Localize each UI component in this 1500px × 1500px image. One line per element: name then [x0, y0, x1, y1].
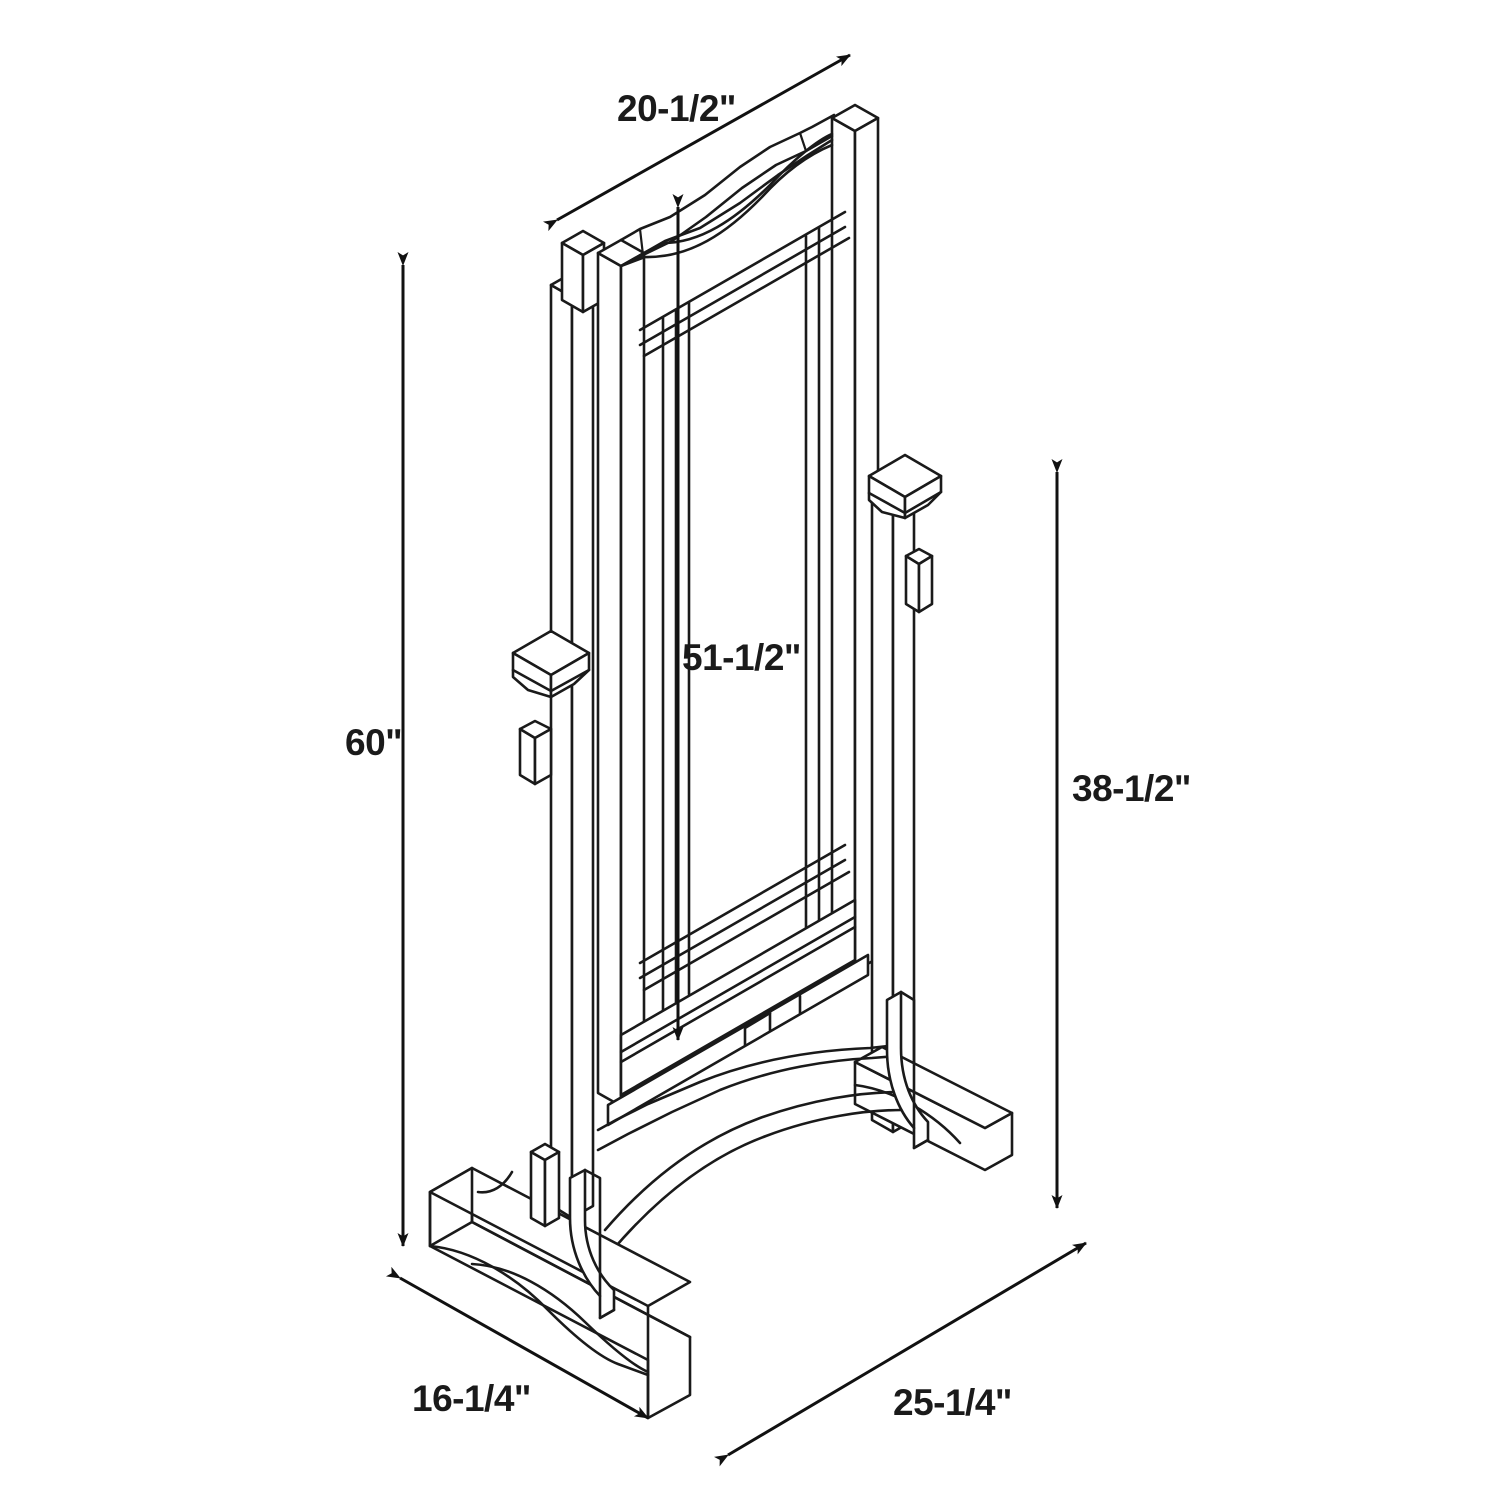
dimension-line-width-base	[714, 1241, 1087, 1467]
dimension-label-depth-base: 16-1/4"	[412, 1378, 531, 1419]
dimension-label-height-lower: 38-1/2"	[1072, 768, 1191, 809]
dimension-label-width-base: 25-1/4"	[893, 1382, 1012, 1423]
base-arched-stretcher	[596, 1043, 904, 1254]
dimension-line-width-top	[542, 53, 851, 232]
dimension-label-width-top: 20-1/2"	[617, 88, 736, 129]
right-foot	[853, 1045, 1014, 1172]
right-pivot-cap	[867, 453, 943, 520]
right-pivot-knob	[904, 547, 934, 614]
left-pivot-knob	[518, 719, 553, 786]
dimension-label-mirror-height: 51-1/2"	[682, 637, 801, 678]
left-post-base-segment	[529, 1142, 561, 1228]
mirror-assembly	[511, 103, 943, 1220]
right-corner-bracket	[885, 990, 930, 1150]
right-support-post	[870, 474, 916, 1134]
left-small-bracket	[476, 1170, 514, 1194]
dimension-label-height-overall: 60"	[345, 722, 403, 763]
mirror-panel	[596, 103, 880, 1127]
left-support-post	[549, 271, 595, 1220]
left-pivot-cap	[511, 629, 591, 699]
dimension-line-depth-base	[385, 1266, 649, 1420]
